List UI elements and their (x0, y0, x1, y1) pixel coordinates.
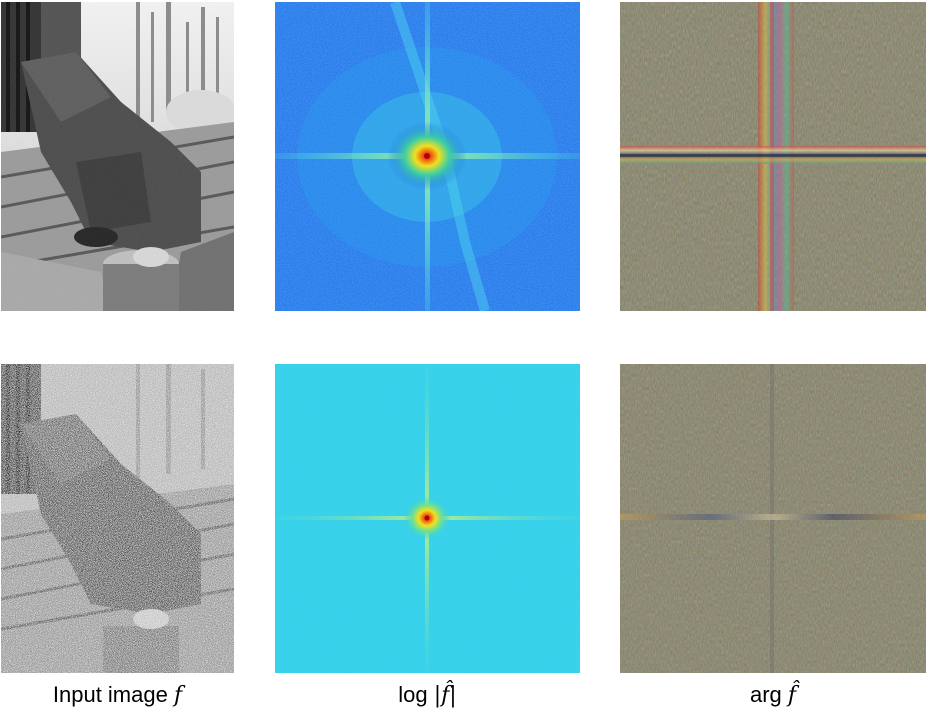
caption-phase: arg f̂ (620, 682, 926, 708)
magnitude-spectrum-clean (275, 2, 580, 311)
input-image-noisy (1, 364, 234, 673)
phase-spectrum-clean-drawing (620, 2, 926, 311)
caption-magnitude-symbol: |f̂| (433, 683, 457, 708)
phase-spectrum-noisy (620, 364, 926, 673)
input-image-noisy-drawing (1, 364, 234, 673)
caption-magnitude: log |f̂| (275, 682, 580, 708)
magnitude-spectrum-clean-drawing (275, 2, 580, 311)
caption-magnitude-operator: log (398, 682, 434, 707)
caption-input-image-symbol: f (173, 683, 183, 708)
caption-phase-symbol: f̂ (787, 683, 797, 708)
phase-spectrum-noisy-drawing (620, 364, 926, 673)
input-image-clean-drawing (1, 2, 234, 311)
input-image-clean (1, 2, 234, 311)
magnitude-spectrum-noisy (275, 364, 580, 673)
magnitude-spectrum-noisy-drawing (275, 364, 580, 673)
caption-input-image-text: Input image (52, 682, 174, 707)
caption-phase-operator: arg (749, 682, 788, 707)
phase-spectrum-clean (620, 2, 926, 311)
caption-input-image: Input image f (1, 682, 234, 708)
